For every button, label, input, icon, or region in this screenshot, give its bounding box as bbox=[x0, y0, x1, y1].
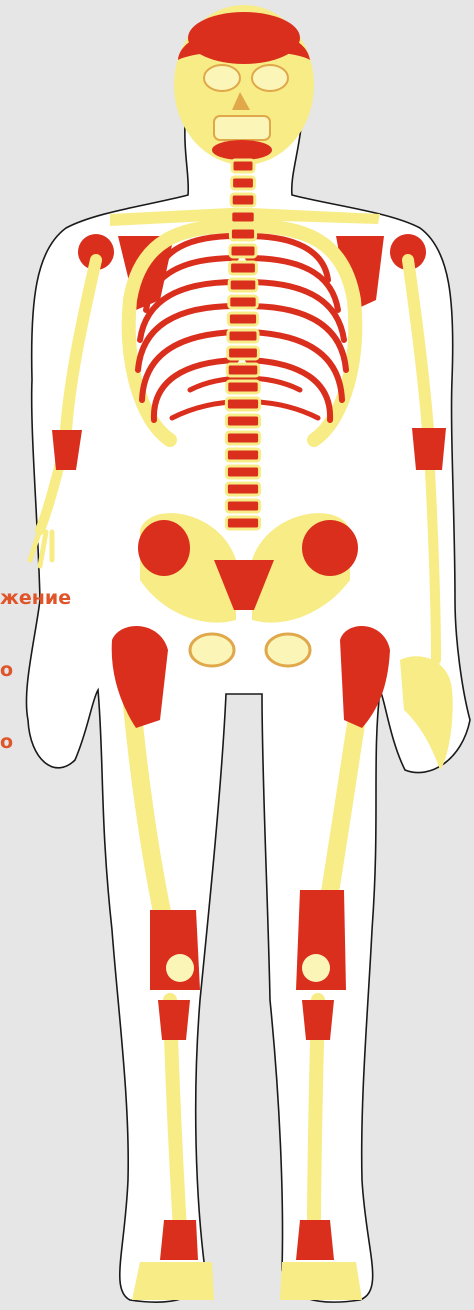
vertebra bbox=[229, 296, 257, 308]
vertebra bbox=[226, 415, 259, 427]
vertebra bbox=[228, 330, 258, 342]
vertebra bbox=[227, 381, 259, 393]
caption-text: жение о о bbox=[0, 538, 71, 778]
vertebra bbox=[226, 449, 259, 461]
caption-line-3: о bbox=[0, 730, 71, 754]
vertebra bbox=[226, 466, 259, 478]
caption-line-2: о bbox=[0, 658, 71, 682]
vertebra bbox=[229, 279, 257, 291]
vertebra bbox=[231, 194, 255, 206]
vertebra bbox=[228, 313, 257, 325]
skull bbox=[174, 5, 314, 165]
vertebra bbox=[231, 211, 255, 223]
vertebra bbox=[228, 347, 259, 359]
vertebra bbox=[226, 500, 259, 512]
vertebra bbox=[232, 177, 255, 189]
vertebra bbox=[226, 432, 259, 444]
vertebra bbox=[227, 364, 259, 376]
vertebra bbox=[230, 262, 257, 274]
vertebra bbox=[230, 228, 255, 240]
vertebra bbox=[226, 483, 259, 495]
vertebra bbox=[226, 398, 259, 410]
caption-line-1: жение bbox=[0, 586, 71, 610]
vertebra bbox=[230, 245, 256, 257]
vertebra bbox=[232, 160, 254, 172]
vertebra bbox=[226, 517, 259, 529]
